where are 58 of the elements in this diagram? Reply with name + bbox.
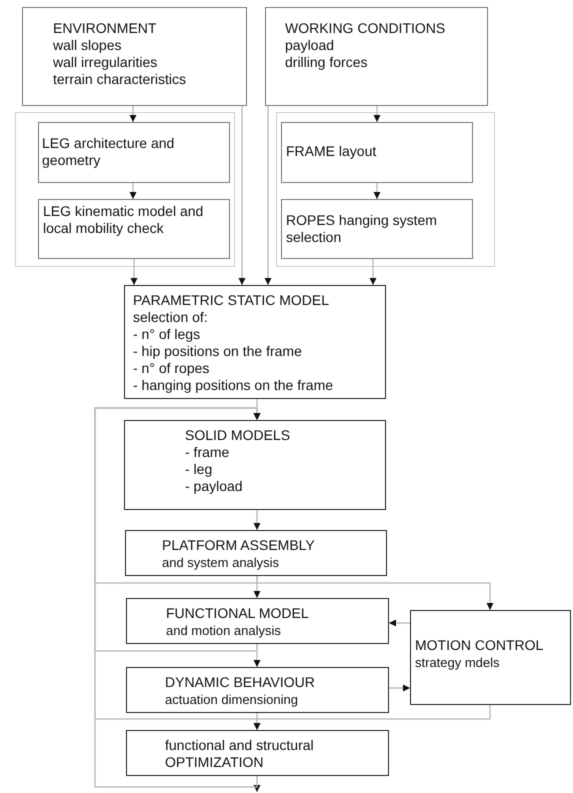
- box-text: - n° of ropes: [133, 360, 210, 377]
- process-box: [126, 598, 389, 644]
- box-text: and motion analysis: [166, 622, 282, 639]
- arrow: [130, 106, 136, 122]
- box-text: drilling forces: [285, 54, 368, 71]
- box-text: strategy mdels: [415, 654, 501, 671]
- group-frame: [276, 112, 495, 267]
- box-text: actuation dimensioning: [165, 691, 299, 708]
- arrow: [238, 106, 246, 285]
- box-text: FRAME layout: [286, 143, 378, 160]
- box-text: LEG kinematic model and local mobility check: [43, 203, 204, 237]
- process-box: [124, 285, 386, 399]
- group-frame: [15, 112, 235, 267]
- box-text: - leg: [185, 461, 214, 478]
- box-text: - hip positions on the frame: [133, 343, 303, 360]
- arrow: [389, 684, 410, 692]
- box-text: - payload: [185, 478, 244, 495]
- process-box: [38, 122, 230, 183]
- arrow: [389, 620, 410, 626]
- arrow: [130, 259, 138, 285]
- box-text: functional and structural OPTIMIZATION: [165, 737, 315, 771]
- process-box: [126, 667, 389, 713]
- process-box: [410, 610, 571, 705]
- box-heading: PLATFORM ASSEMBLY: [162, 537, 316, 554]
- box-heading: WORKING CONDITIONS: [285, 20, 446, 37]
- box-heading: PARAMETRIC STATIC MODEL: [133, 292, 330, 309]
- arrow: [254, 510, 260, 530]
- process-box: [124, 420, 386, 510]
- box-heading: ENVIRONMENT: [53, 20, 158, 37]
- box-text: wall irregularities: [53, 54, 158, 71]
- process-box: [125, 530, 387, 576]
- arrow: [94, 407, 260, 788]
- box-text: - n° of legs: [133, 326, 202, 343]
- box-text: selection of:: [133, 309, 209, 326]
- box-text: LEG architecture and geometry: [42, 135, 176, 169]
- box-text: - frame: [185, 444, 230, 461]
- process-box: [281, 199, 473, 259]
- box-text: wall slopes: [53, 37, 122, 54]
- box-heading: DYNAMIC BEHAVIOUR: [165, 674, 316, 691]
- arrow: [374, 183, 380, 199]
- box-text: payload: [285, 37, 336, 54]
- box-text: - hanging positions on the frame: [133, 377, 334, 394]
- box-text: terrain characteristics: [53, 71, 188, 88]
- box-text: ROPES hanging system selection: [286, 212, 438, 246]
- arrow: [374, 106, 380, 122]
- arrow: [264, 106, 272, 285]
- process-box: [126, 730, 389, 776]
- process-box: [281, 122, 473, 183]
- box-text: and system analysis: [162, 554, 280, 571]
- box-heading: MOTION CONTROL: [415, 637, 544, 654]
- process-box: [22, 7, 247, 106]
- process-box: [38, 199, 230, 259]
- process-box: [265, 7, 488, 106]
- arrow: [370, 259, 376, 285]
- arrow: [130, 183, 136, 199]
- box-heading: SOLID MODELS: [185, 427, 292, 444]
- arrow: [254, 705, 491, 730]
- box-heading: FUNCTIONAL MODEL: [166, 605, 310, 622]
